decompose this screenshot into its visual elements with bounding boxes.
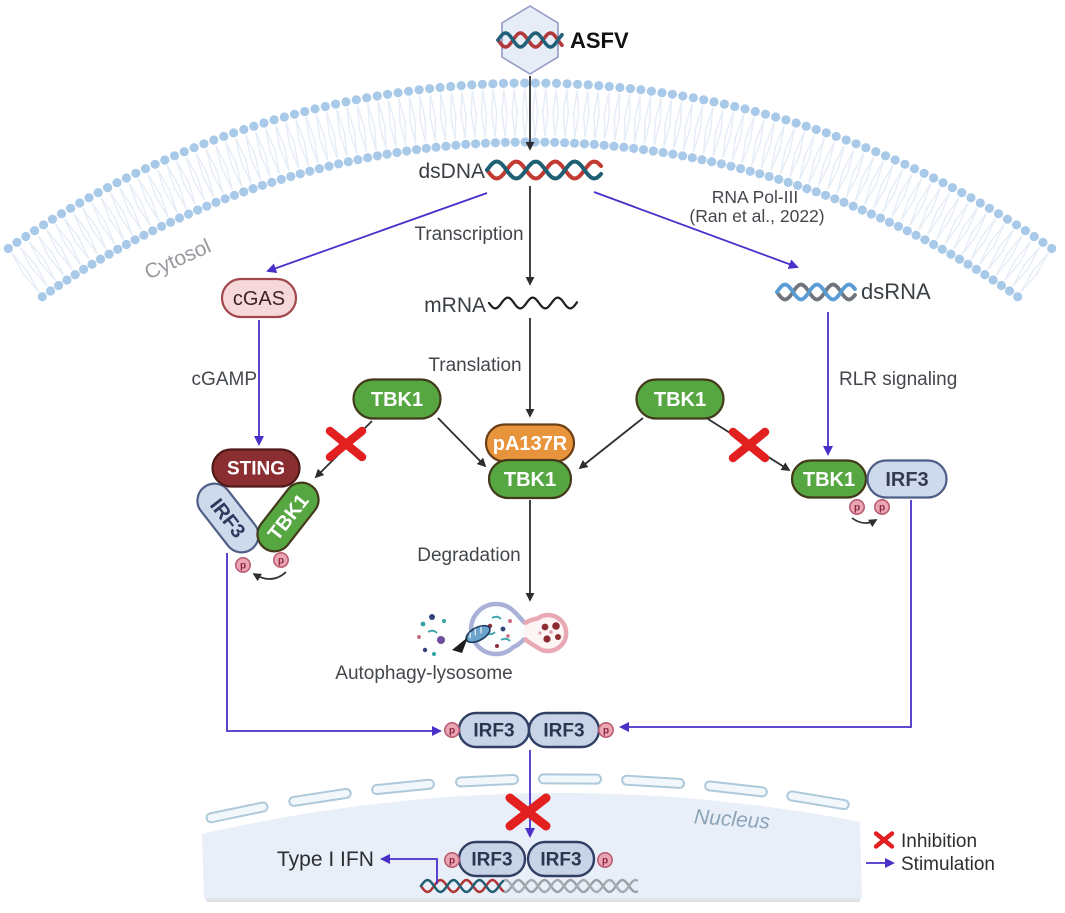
svg-text:RNA Pol-III: RNA Pol-III	[712, 187, 799, 207]
svg-text:RLR signaling: RLR signaling	[839, 369, 957, 390]
svg-text:IRF3: IRF3	[471, 850, 512, 871]
svg-text:p: p	[240, 560, 246, 571]
svg-text:p: p	[854, 502, 860, 513]
svg-text:Transcription: Transcription	[414, 224, 523, 245]
svg-text:Cytosol: Cytosol	[141, 235, 214, 284]
svg-text:Degradation: Degradation	[417, 545, 521, 566]
svg-text:Translation: Translation	[428, 355, 521, 376]
svg-text:Autophagy-lysosome: Autophagy-lysosome	[335, 663, 512, 684]
svg-text:cGAMP: cGAMP	[192, 369, 257, 390]
svg-text:Inhibition: Inhibition	[901, 831, 977, 852]
svg-text:IRF3: IRF3	[543, 721, 584, 742]
svg-text:TBK1: TBK1	[504, 469, 556, 491]
svg-text:TBK1: TBK1	[371, 389, 423, 411]
svg-text:pA137R: pA137R	[493, 433, 568, 455]
svg-text:mRNA: mRNA	[424, 294, 486, 317]
svg-text:dsRNA: dsRNA	[861, 279, 931, 304]
svg-text:IRF3: IRF3	[540, 850, 581, 871]
svg-text:(Ran et al., 2022): (Ran et al., 2022)	[689, 206, 824, 226]
svg-text:TBK1: TBK1	[803, 469, 855, 491]
svg-text:STING: STING	[227, 459, 285, 480]
svg-text:ASFV: ASFV	[570, 28, 629, 53]
svg-text:p: p	[449, 855, 455, 866]
svg-text:p: p	[278, 555, 284, 566]
svg-text:IRF3: IRF3	[473, 721, 514, 742]
svg-text:p: p	[449, 725, 455, 736]
svg-text:p: p	[602, 855, 608, 866]
svg-text:TBK1: TBK1	[654, 389, 706, 411]
svg-text:Type I IFN: Type I IFN	[277, 848, 374, 871]
svg-text:dsDNA: dsDNA	[418, 160, 485, 183]
svg-text:p: p	[879, 502, 885, 513]
svg-text:IRF3: IRF3	[885, 469, 928, 491]
svg-text:Stimulation: Stimulation	[901, 854, 995, 875]
svg-text:p: p	[603, 725, 609, 736]
svg-text:cGAS: cGAS	[233, 288, 285, 310]
